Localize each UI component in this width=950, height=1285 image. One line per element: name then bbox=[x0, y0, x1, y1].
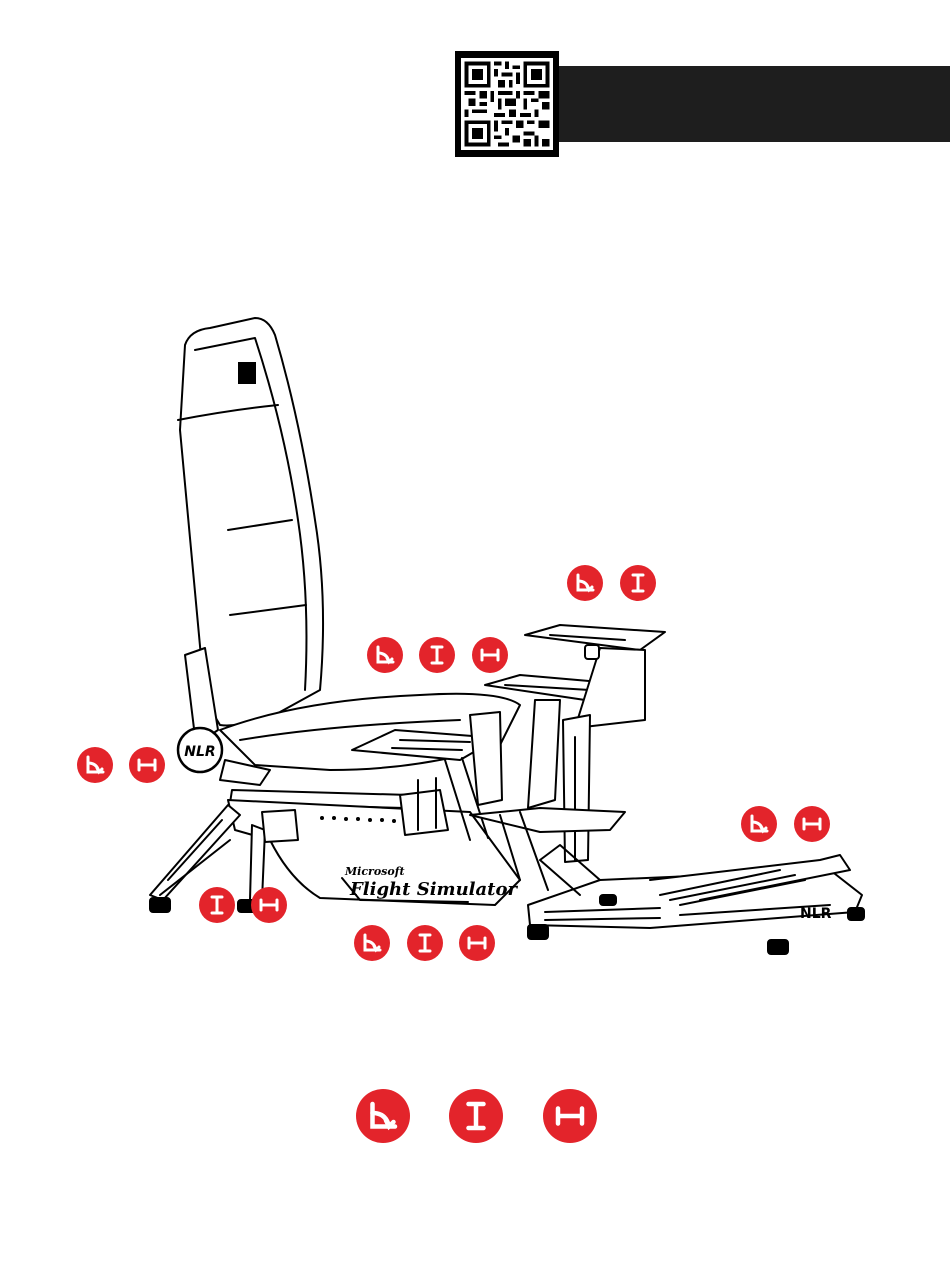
angle-adjust-icon bbox=[573, 571, 597, 595]
side-width-badge bbox=[472, 637, 508, 673]
height-adjust-icon bbox=[626, 571, 650, 595]
width-adjust-icon bbox=[552, 1098, 588, 1134]
angle-adjust-icon bbox=[83, 753, 107, 777]
side-height-badge bbox=[419, 637, 455, 673]
height-adjust-icon bbox=[413, 931, 437, 955]
seat-logo: NLR bbox=[184, 744, 215, 760]
height-adjust-icon bbox=[205, 893, 229, 917]
legend-width-badge bbox=[543, 1089, 597, 1143]
side-angle-badge bbox=[367, 637, 403, 673]
pedal-width-badge bbox=[794, 806, 830, 842]
product-small-text: Microsoft bbox=[344, 865, 405, 878]
product-large-text: Flight Simulator bbox=[349, 879, 519, 900]
angle-adjust-icon bbox=[365, 1098, 401, 1134]
angle-adjust-icon bbox=[373, 643, 397, 667]
throttle-height-badge bbox=[620, 565, 656, 601]
qr-code[interactable] bbox=[455, 51, 559, 157]
height-adjust-icon bbox=[425, 643, 449, 667]
center-angle-badge bbox=[354, 925, 390, 961]
throttle-angle-badge bbox=[567, 565, 603, 601]
width-adjust-icon bbox=[800, 812, 824, 836]
rear-leg bbox=[150, 805, 240, 900]
width-adjust-icon bbox=[465, 931, 489, 955]
height-adjust-icon bbox=[458, 1098, 494, 1134]
center-height-badge bbox=[407, 925, 443, 961]
angle-adjust-icon bbox=[360, 931, 384, 955]
flight-sim-cockpit-illustration: NLR Microsoft Flight Simulator NLR bbox=[0, 300, 950, 980]
title-bar bbox=[559, 66, 950, 142]
width-adjust-icon bbox=[135, 753, 159, 777]
center-width-badge bbox=[459, 925, 495, 961]
seat-width-badge bbox=[129, 747, 165, 783]
pedal-angle-badge bbox=[741, 806, 777, 842]
base-logo: NLR bbox=[800, 906, 832, 922]
width-adjust-icon bbox=[478, 643, 502, 667]
width-adjust-icon bbox=[257, 893, 281, 917]
angle-adjust-icon bbox=[747, 812, 771, 836]
base-width-badge bbox=[251, 887, 287, 923]
base-height-badge bbox=[199, 887, 235, 923]
seat-angle-badge bbox=[77, 747, 113, 783]
seat-logo-patch bbox=[238, 362, 256, 384]
legend-angle-badge bbox=[356, 1089, 410, 1143]
legend-height-badge bbox=[449, 1089, 503, 1143]
qr-code-icon bbox=[461, 57, 553, 151]
